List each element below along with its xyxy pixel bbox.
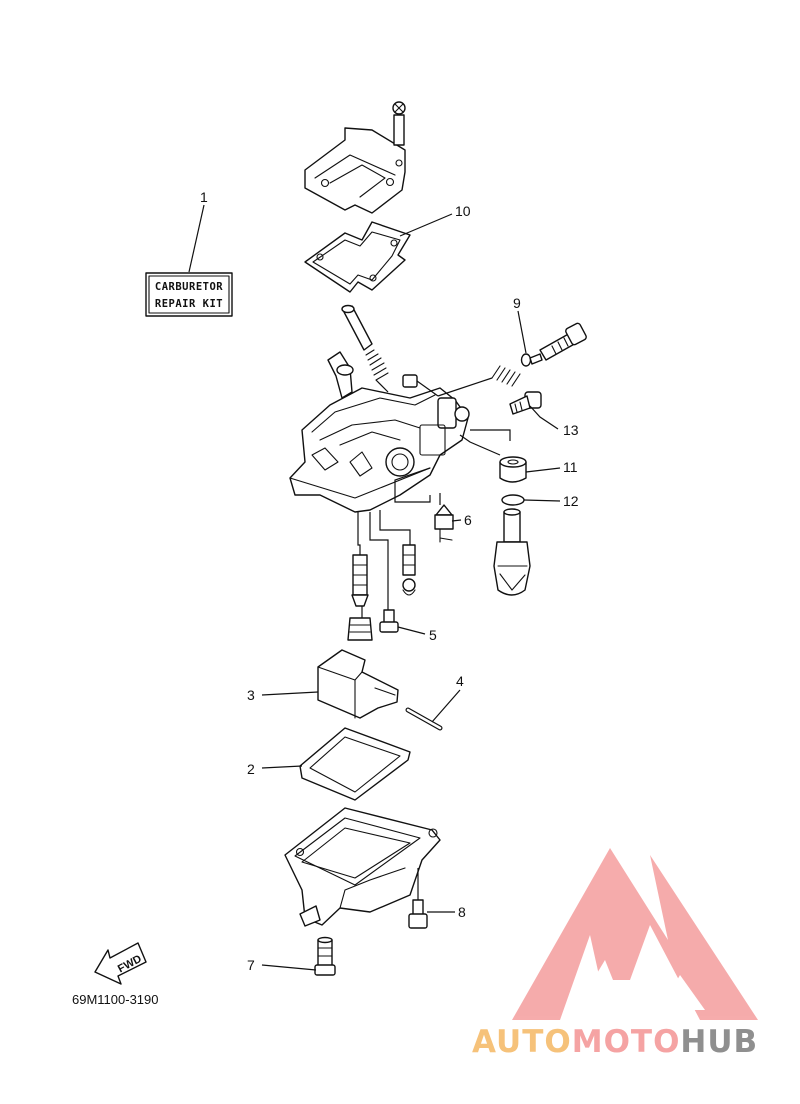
part-2-float-chamber-gasket	[299, 727, 411, 801]
part-9-o-ring	[520, 353, 532, 367]
part-4-float-pin	[405, 707, 443, 731]
part-13-screw	[509, 391, 542, 415]
part-12-o-ring	[501, 494, 525, 506]
part-8-chamber-screw	[408, 899, 428, 929]
callout-13: 13	[563, 422, 579, 438]
watermark-logo	[512, 848, 758, 1020]
starter-plunger	[493, 508, 531, 596]
repair-kit-line-2: REPAIR KIT	[155, 298, 223, 310]
callout-10: 10	[455, 203, 471, 219]
callout-4: 4	[456, 673, 464, 689]
watermark-hub: HUB	[680, 1024, 758, 1060]
fwd-arrow-icon: FWD	[94, 942, 147, 985]
part-3-float	[317, 649, 399, 719]
top-cover	[304, 101, 406, 214]
watermark-brand-text: AUTOMOTOHUB	[472, 1024, 758, 1060]
callout-6: 6	[464, 512, 472, 528]
diagram-code: 69M1100-3190	[72, 992, 159, 1007]
callout-1: 1	[200, 189, 208, 205]
part-1-carburetor-repair-kit: CARBURETOR REPAIR KIT	[145, 272, 233, 317]
throttle-stop-screw	[529, 322, 587, 365]
repair-kit-line-1: CARBURETOR	[155, 281, 223, 293]
idle-spring	[437, 365, 521, 397]
float-chamber	[284, 807, 441, 927]
carburetor-body	[289, 351, 470, 513]
watermark-auto: AUTO	[472, 1024, 572, 1060]
watermark-triangle-mark	[512, 848, 758, 1020]
pilot-screw-assembly	[341, 304, 389, 393]
callout-12: 12	[563, 493, 579, 509]
watermark-moto: MOTO	[572, 1024, 681, 1060]
part-6-needle-valve	[434, 504, 454, 543]
svg-text:AUTOMOTOHUB: AUTOMOTOHUB	[472, 1024, 758, 1060]
callout-5: 5	[429, 627, 437, 643]
main-jet-left	[347, 617, 373, 641]
callout-11: 11	[563, 459, 578, 475]
part-5-plug-screw	[379, 609, 399, 633]
callout-2: 2	[247, 761, 255, 777]
part-7-drain-screw	[314, 936, 336, 976]
callout-3: 3	[247, 687, 255, 703]
pilot-jet-right	[402, 544, 416, 596]
part-11-holder	[499, 456, 527, 483]
part-10-cover-gasket	[304, 221, 411, 293]
callout-numbers: 1 10 9 13 11 12 6 5 4 3 2 8 7	[200, 189, 579, 973]
callout-9: 9	[513, 295, 521, 311]
callout-8: 8	[458, 904, 466, 920]
main-nozzle-left	[351, 554, 369, 607]
small-screw-upper	[402, 374, 439, 397]
callout-7: 7	[247, 957, 255, 973]
leader-lines	[188, 204, 561, 971]
